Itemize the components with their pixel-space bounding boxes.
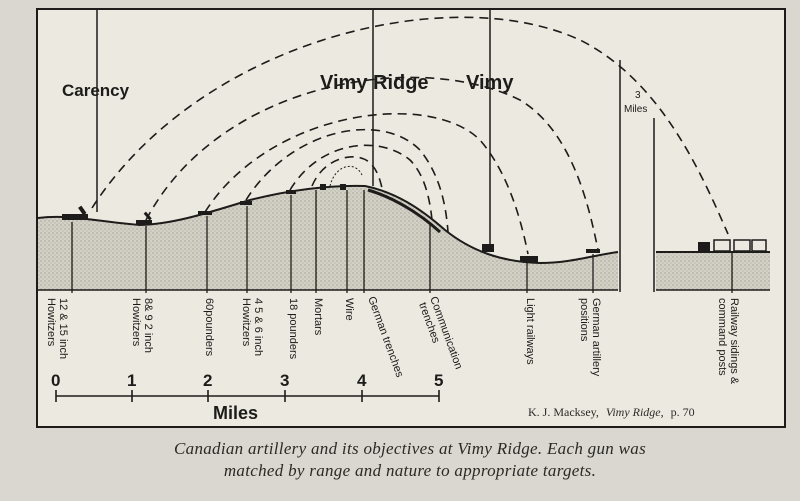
label-8-9-howitzers: Howitzers [130, 298, 142, 347]
trajectory-18-pounders [289, 144, 433, 221]
break-unit: Miles [624, 104, 647, 115]
label-railway-sidings: Railway sidings & [728, 298, 740, 385]
ground-profile-right [656, 252, 770, 290]
trajectory-12-15-inch [91, 16, 729, 235]
sixty-pounder-icon [198, 211, 212, 215]
label-light-railways: Light railways [524, 298, 536, 365]
caption-line-2: matched by range and nature to appropria… [223, 461, 597, 480]
label-german-artillery: German artillery [590, 298, 602, 377]
place-vimy-ridge: Vimy Ridge [320, 72, 429, 94]
label-mortars: Mortars [312, 298, 324, 336]
scale-number-1: 1 [127, 371, 136, 390]
trajectory-60-pounders [204, 113, 529, 255]
scale-number-2: 2 [203, 371, 212, 390]
vimy-village-icon [482, 244, 494, 252]
credit-page: p. 70 [671, 405, 695, 419]
label-4-6-howitzers: Howitzers [240, 298, 252, 347]
scale-title: Miles [213, 403, 258, 423]
howitzer-4-6-icon [240, 201, 252, 205]
scale-number-5: 5 [434, 371, 443, 390]
railway-train-icon [698, 239, 767, 252]
label-command-posts: command posts [716, 298, 728, 376]
label-18-pounders: 18 pounders [287, 298, 299, 360]
enemy-artillery-icon [586, 249, 600, 253]
place-carency: Carency [62, 81, 130, 100]
scale-number-3: 3 [280, 371, 289, 390]
howitzer-8-9-icon [136, 211, 152, 225]
mortar-icon [320, 184, 346, 190]
trajectory-mortars [311, 156, 383, 189]
label-12-15-inch: 12 & 15 inch [57, 298, 69, 359]
scale-number-0: 0 [51, 371, 60, 390]
figure-caption: Canadian artillery and its objectives at… [40, 438, 780, 482]
trajectory-4-6-inch [245, 128, 449, 233]
trajectories [91, 16, 729, 255]
caption-line-1: Canadian artillery and its objectives at… [174, 439, 646, 458]
scale-number-4: 4 [357, 371, 367, 390]
trajectory-wire [329, 165, 363, 187]
break-distance: 3 [635, 90, 641, 101]
credit-author: K. J. Macksey, [528, 405, 599, 419]
credit-work: Vimy Ridge, [606, 405, 664, 419]
label-german-trenches: German trenches [365, 295, 406, 379]
trench-parapet [367, 188, 442, 234]
light-railway-icon [520, 256, 538, 262]
source-credit: K. J. Macksey, Vimy Ridge, p. 70 [528, 405, 695, 419]
place-vimy: Vimy [466, 72, 514, 94]
label-german-artillery-positions: positions [578, 298, 590, 342]
label-wire: Wire [343, 298, 355, 321]
ground-profile [38, 185, 618, 290]
label-4-6-inch: 4 5 & 6 inch [252, 298, 264, 356]
label-12-15-howitzers: Howitzers [45, 298, 57, 347]
label-8-9-inch: 8& 9 2 inch [142, 298, 154, 353]
leader-lines [71, 190, 733, 293]
howitzer-12-15-icon [62, 205, 88, 220]
position-labels: 12 & 15 inch Howitzers 8& 9 2 inch Howit… [45, 295, 740, 385]
miles-scale [55, 390, 440, 402]
gun-icons [62, 184, 767, 262]
label-60-pounders: 60pounders [203, 298, 215, 357]
trajectory-8-9-inch [145, 76, 599, 251]
eighteen-pounder-icon [286, 190, 296, 194]
